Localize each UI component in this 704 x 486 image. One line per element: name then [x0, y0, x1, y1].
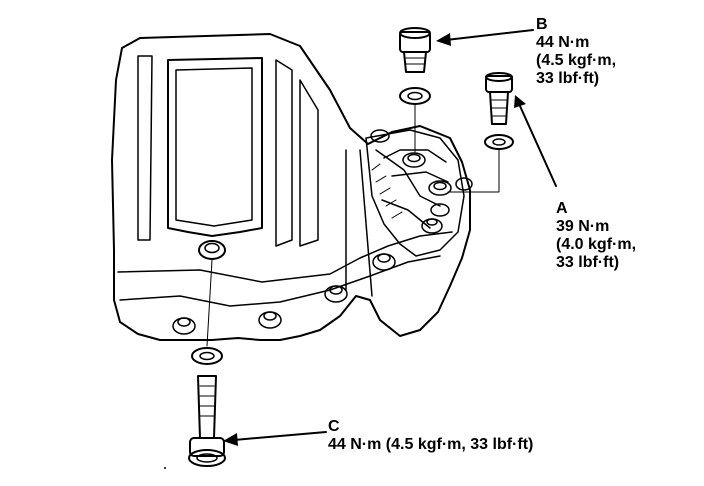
- arrow-head-a: [514, 95, 526, 108]
- callout-a-letter: A: [556, 200, 568, 217]
- washer-a: [484, 134, 514, 150]
- callout-a: A 39 N·m (4.0 kgf·m, 33 lbf·ft): [556, 200, 636, 272]
- callout-a-lbf: 33 lbf·ft): [556, 254, 620, 271]
- arrow-head-b: [436, 33, 451, 46]
- callout-b-letter: B: [536, 16, 548, 33]
- housing-outline: [111, 33, 471, 341]
- side-cover: [365, 129, 465, 257]
- callout-b-kgf: (4.5 kgf·m,: [536, 52, 617, 69]
- callout-c-torque: 44 N·m (4.5 kgf·m, 33 lbf·ft): [328, 436, 534, 453]
- washer-b: [399, 87, 431, 105]
- bolt-b-port: [402, 152, 426, 168]
- callout-a-kgf: (4.0 kgf·m,: [556, 236, 637, 253]
- bolt-a-port: [428, 180, 452, 196]
- bolt-c: [188, 375, 226, 467]
- callout-c: C 44 N·m (4.5 kgf·m, 33 lbf·ft): [328, 418, 533, 454]
- bolt-a: [485, 72, 513, 125]
- bolt-c-port: [198, 240, 226, 260]
- callout-arrows: [233, 29, 557, 441]
- arrow-head-c: [223, 433, 238, 446]
- bolt-b: [399, 27, 431, 73]
- callout-a-torque: 39 N·m: [556, 218, 610, 235]
- washer-c: [191, 347, 223, 365]
- callout-c-letter: C: [328, 418, 340, 435]
- flange-bolts: [172, 129, 473, 335]
- callout-b-torque: 44 N·m: [536, 34, 590, 51]
- callout-b-lbf: 33 lbf·ft): [536, 70, 600, 87]
- callout-b: B 44 N·m (4.5 kgf·m, 33 lbf·ft): [536, 16, 616, 88]
- housing-pocket: [167, 57, 263, 237]
